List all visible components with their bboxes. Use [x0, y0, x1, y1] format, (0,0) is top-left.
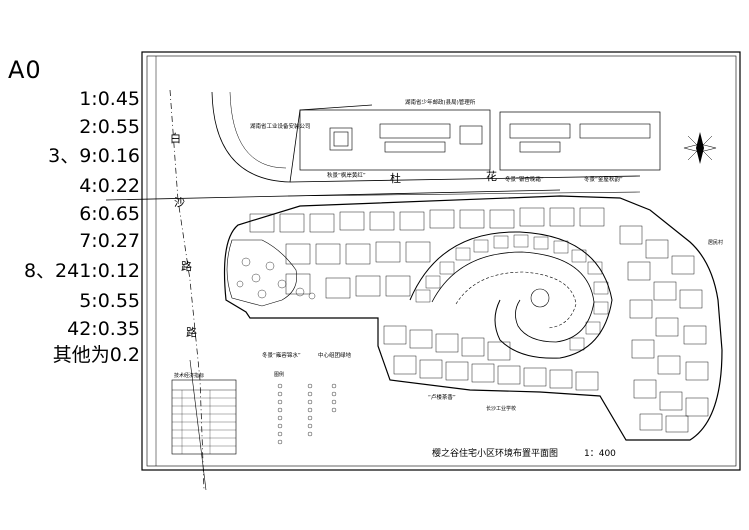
crescent-road-outer [409, 231, 613, 359]
top-block-label: 湖南省少年邮政(县局)管理所 [405, 98, 476, 106]
legend-title: 图例 [274, 371, 284, 378]
north-road-edge-1 [289, 175, 641, 183]
drawing-title: 樱之谷住宅小区环境布置平面图 [432, 447, 558, 459]
west-road-char-4: 路 [186, 326, 197, 339]
line-weight-9: 42:0.35 [67, 318, 140, 340]
top-block-east [499, 111, 661, 171]
landmark-label-5: 中心组团绿地 [318, 351, 352, 359]
crescent-path [455, 271, 577, 329]
top-left-label: 湖南省工业设备安装公司 [250, 122, 311, 130]
north-boundary-west [211, 91, 373, 183]
west-road-centerline [169, 89, 205, 491]
line-weight-1: 1:0.45 [79, 88, 140, 110]
line-weight-2: 2:0.55 [79, 116, 140, 138]
central-plaza [530, 288, 550, 308]
top-block-west [299, 109, 491, 171]
drawing-frame-inner [146, 55, 737, 467]
north-arrow-icon [683, 132, 717, 164]
landmark-label-1: 秋景“枫岸黄红” [327, 171, 366, 179]
landmark-label-3: 冬景“金屋秋韵” [584, 175, 623, 183]
line-weight-5: 6:0.65 [79, 203, 140, 225]
leader-line [105, 189, 561, 201]
line-weight-6: 7:0.27 [79, 230, 140, 252]
line-weight-10: 其他为0.2 [52, 344, 140, 366]
table-title: 技术经济指标 [174, 372, 204, 379]
west-garden [226, 239, 297, 307]
line-weight-3: 3、9:0.16 [48, 145, 140, 167]
landmark-label-6: “卢楼茶香” [428, 393, 456, 401]
line-weight-legend: A0 1:0.45 2:0.55 3、9:0.16 4:0.22 6:0.65 … [0, 0, 140, 400]
residential-blocks [249, 207, 709, 433]
line-weight-7: 8、241:0.12 [23, 260, 140, 282]
line-weight-4: 4:0.22 [79, 175, 140, 197]
west-road-edge [189, 359, 207, 491]
symbol-legend [277, 383, 337, 445]
crescent-road-inner [431, 251, 595, 343]
north-road-edge-2 [287, 191, 641, 197]
site-boundary [223, 195, 723, 441]
east-label: 居民村 [708, 239, 723, 246]
landmark-label-4: 冬景“雍容锦水” [262, 351, 301, 359]
drawing-scale: 1：400 [584, 449, 616, 459]
sheet-size-label: A0 [8, 56, 42, 84]
garden-trees [236, 257, 316, 300]
south-label: 长沙工业学校 [486, 405, 516, 412]
west-road-char-3: 路 [181, 260, 192, 273]
drawing-frame-outer [141, 51, 741, 471]
west-road-char-2: 沙 [174, 196, 185, 209]
tech-indicator-table [171, 379, 237, 455]
top-block-buildings [329, 123, 651, 153]
line-weight-8: 5:0.55 [79, 290, 140, 312]
north-boundary-inner [229, 91, 287, 169]
landmark-label-2: 冬景“银杏晚霜” [505, 175, 544, 183]
north-road-char-1: 杜 [390, 171, 401, 185]
west-road-char-1: 白 [170, 131, 181, 145]
north-road-char-2: 花 [486, 170, 497, 183]
crescent-houses [415, 234, 609, 351]
